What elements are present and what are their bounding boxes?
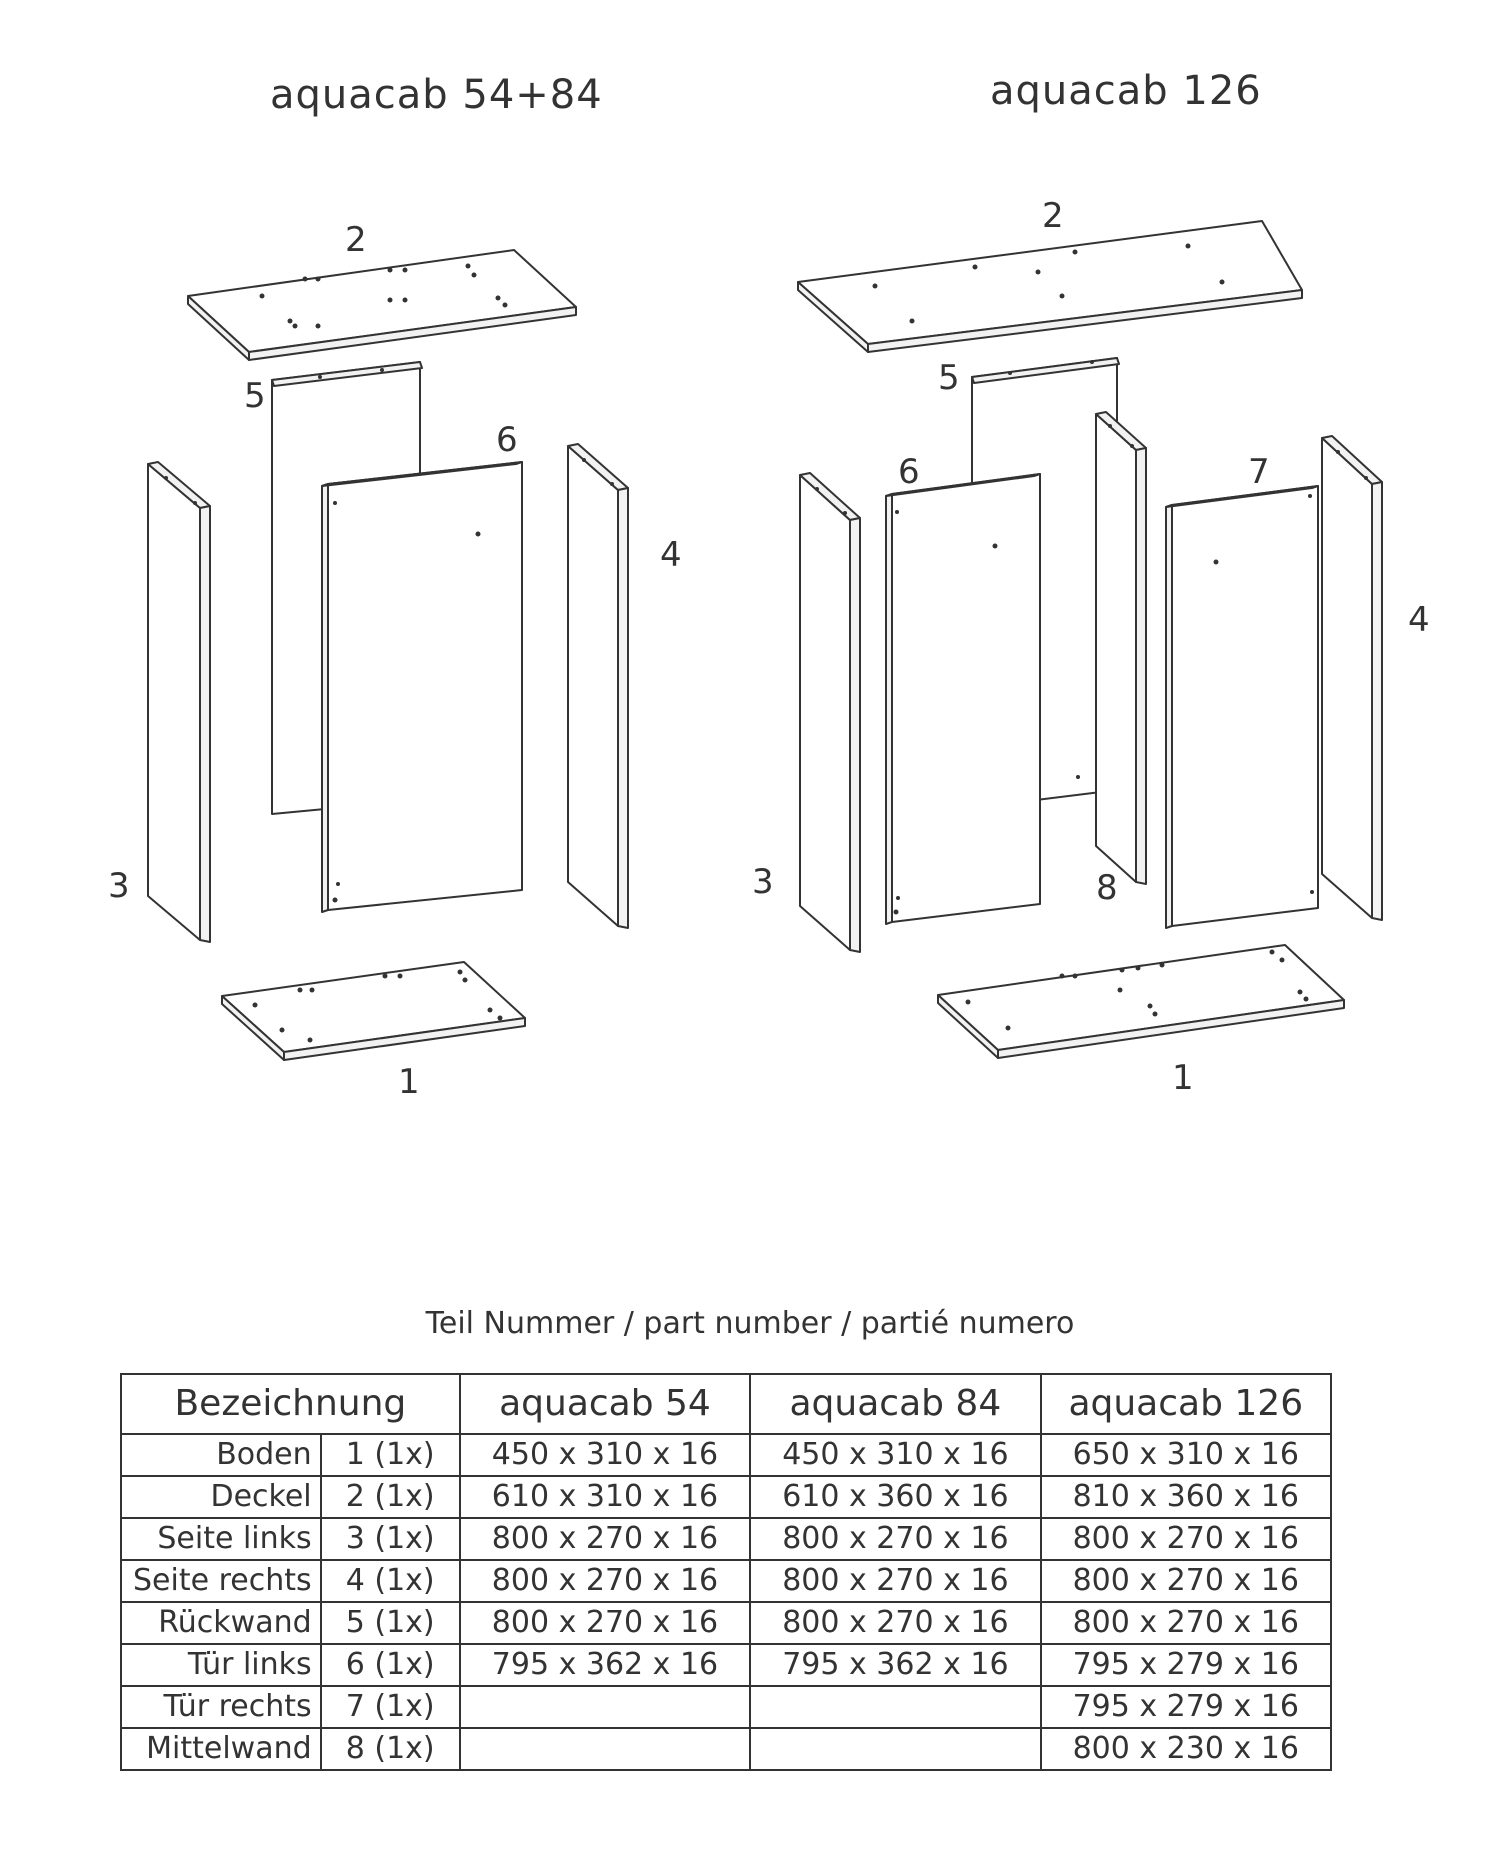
title-right: aquacab 126 bbox=[990, 68, 1262, 114]
left-part-2-top bbox=[187, 249, 577, 361]
table-row: Rückwand 5 (1x) 800 x 270 x 16 800 x 270… bbox=[120, 1601, 1333, 1645]
left-label-part-3: 3 bbox=[108, 866, 130, 906]
table-header-row: Bezeichnung aquacab 54 aquacab 84 aquaca… bbox=[120, 1373, 1333, 1435]
table-row: Mittelwand 8 (1x) 800 x 230 x 16 bbox=[120, 1727, 1333, 1771]
row-dim-54: 800 x 270 x 16 bbox=[458, 1601, 752, 1645]
row-dim-126: 800 x 230 x 16 bbox=[1039, 1727, 1333, 1771]
row-dim-84 bbox=[749, 1727, 1042, 1771]
row-name: Tür links bbox=[120, 1643, 322, 1687]
header-bezeichnung: Bezeichnung bbox=[120, 1373, 461, 1435]
row-dim-54: 800 x 270 x 16 bbox=[458, 1517, 752, 1561]
exploded-view-drawing bbox=[147, 220, 1383, 1061]
right-label-part-8: 8 bbox=[1096, 868, 1118, 908]
row-dim-126: 800 x 270 x 16 bbox=[1039, 1517, 1333, 1561]
table-row: Seite rechts 4 (1x) 800 x 270 x 16 800 x… bbox=[120, 1559, 1333, 1603]
row-dim-126: 800 x 270 x 16 bbox=[1039, 1559, 1333, 1603]
title-left: aquacab 54+84 bbox=[270, 72, 603, 118]
row-dim-54: 610 x 310 x 16 bbox=[458, 1475, 752, 1519]
row-dim-84 bbox=[749, 1685, 1042, 1729]
row-dim-84: 800 x 270 x 16 bbox=[749, 1559, 1042, 1603]
table-row: Tür links 6 (1x) 795 x 362 x 16 795 x 36… bbox=[120, 1643, 1333, 1687]
row-dim-54: 800 x 270 x 16 bbox=[458, 1559, 752, 1603]
row-dim-84: 610 x 360 x 16 bbox=[749, 1475, 1042, 1519]
right-label-part-2: 2 bbox=[1042, 196, 1064, 236]
row-dim-54 bbox=[458, 1727, 752, 1771]
header-aquacab-84: aquacab 84 bbox=[749, 1373, 1042, 1435]
row-name: Seite links bbox=[120, 1517, 322, 1561]
right-part-3-side-left bbox=[799, 472, 861, 953]
parts-table: Bezeichnung aquacab 54 aquacab 84 aquaca… bbox=[120, 1373, 1333, 1771]
row-name: Rückwand bbox=[120, 1601, 322, 1645]
left-part-4-side-right bbox=[567, 443, 629, 929]
right-part-7-door-right bbox=[1165, 485, 1319, 929]
row-part-number: 1 (1x) bbox=[319, 1433, 461, 1477]
row-part-number: 2 (1x) bbox=[319, 1475, 461, 1519]
row-name: Mittelwand bbox=[120, 1727, 322, 1771]
table-row: Boden 1 (1x) 450 x 310 x 16 450 x 310 x … bbox=[120, 1433, 1333, 1477]
row-part-number: 7 (1x) bbox=[319, 1685, 461, 1729]
right-part-2-top bbox=[797, 220, 1303, 353]
row-dim-84: 795 x 362 x 16 bbox=[749, 1643, 1042, 1687]
left-label-part-4: 4 bbox=[660, 535, 682, 575]
row-name: Seite rechts bbox=[120, 1559, 322, 1603]
row-dim-84: 450 x 310 x 16 bbox=[749, 1433, 1042, 1477]
row-part-number: 6 (1x) bbox=[319, 1643, 461, 1687]
left-part-1-bottom bbox=[221, 961, 526, 1061]
row-part-number: 8 (1x) bbox=[319, 1727, 461, 1771]
right-part-6-door-left bbox=[885, 473, 1041, 925]
right-part-1-bottom bbox=[937, 944, 1345, 1059]
row-dim-126: 650 x 310 x 16 bbox=[1039, 1433, 1333, 1477]
left-label-part-2: 2 bbox=[345, 220, 367, 260]
right-part-4-side-right bbox=[1321, 435, 1383, 921]
row-dim-126: 795 x 279 x 16 bbox=[1039, 1643, 1333, 1687]
left-label-part-6: 6 bbox=[496, 420, 518, 460]
row-dim-126: 800 x 270 x 16 bbox=[1039, 1601, 1333, 1645]
right-label-part-7: 7 bbox=[1248, 452, 1270, 492]
header-aquacab-126: aquacab 126 bbox=[1039, 1373, 1333, 1435]
row-dim-84: 800 x 270 x 16 bbox=[749, 1601, 1042, 1645]
left-label-part-1: 1 bbox=[398, 1062, 420, 1102]
right-label-part-3: 3 bbox=[752, 862, 774, 902]
right-label-part-6: 6 bbox=[898, 452, 920, 492]
row-dim-54: 795 x 362 x 16 bbox=[458, 1643, 752, 1687]
row-name: Tür rechts bbox=[120, 1685, 322, 1729]
row-dim-126: 795 x 279 x 16 bbox=[1039, 1685, 1333, 1729]
table-row: Tür rechts 7 (1x) 795 x 279 x 16 bbox=[120, 1685, 1333, 1729]
row-dim-126: 810 x 360 x 16 bbox=[1039, 1475, 1333, 1519]
table-row: Seite links 3 (1x) 800 x 270 x 16 800 x … bbox=[120, 1517, 1333, 1561]
row-part-number: 4 (1x) bbox=[319, 1559, 461, 1603]
right-label-part-1: 1 bbox=[1172, 1058, 1194, 1098]
right-part-8-middle bbox=[1095, 411, 1147, 885]
cabinet-right-drawing bbox=[797, 220, 1383, 1059]
left-part-3-side-left bbox=[147, 461, 211, 943]
row-name: Deckel bbox=[120, 1475, 322, 1519]
left-label-part-5: 5 bbox=[244, 376, 266, 416]
table-row: Deckel 2 (1x) 610 x 310 x 16 610 x 360 x… bbox=[120, 1475, 1333, 1519]
left-part-6-door bbox=[321, 461, 523, 913]
row-dim-54 bbox=[458, 1685, 752, 1729]
row-dim-84: 800 x 270 x 16 bbox=[749, 1517, 1042, 1561]
row-name: Boden bbox=[120, 1433, 322, 1477]
row-part-number: 5 (1x) bbox=[319, 1601, 461, 1645]
right-label-part-5: 5 bbox=[938, 358, 960, 398]
header-aquacab-54: aquacab 54 bbox=[458, 1373, 752, 1435]
row-part-number: 3 (1x) bbox=[319, 1517, 461, 1561]
row-dim-54: 450 x 310 x 16 bbox=[458, 1433, 752, 1477]
cabinet-left-drawing bbox=[147, 249, 629, 1061]
right-label-part-4: 4 bbox=[1408, 600, 1430, 640]
table-subtitle: Teil Nummer / part number / partié numer… bbox=[425, 1306, 1075, 1341]
